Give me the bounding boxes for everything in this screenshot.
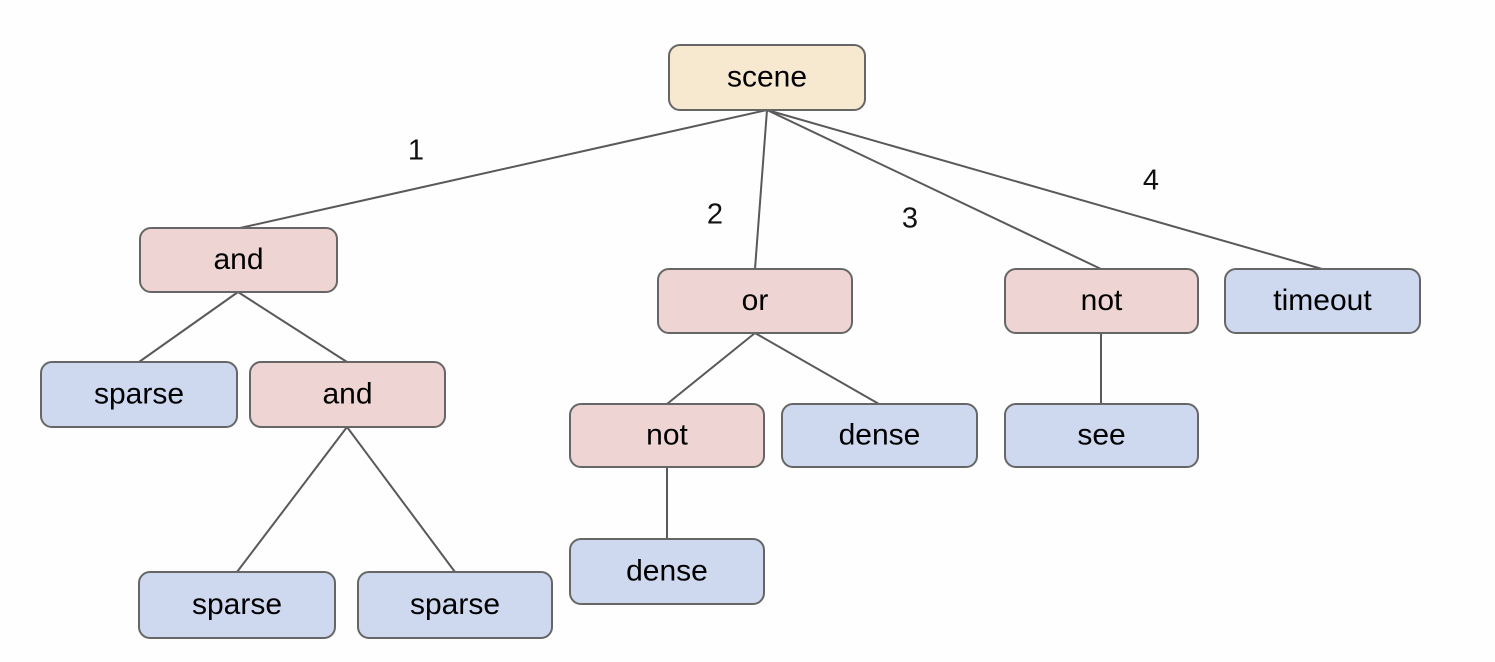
node-box-see1[interactable] — [1004, 403, 1199, 468]
node-box-timeout1[interactable] — [1224, 268, 1421, 334]
node-label-dense2: dense — [626, 554, 708, 587]
tree-node-timeout1[interactable]: timeout — [1224, 268, 1421, 334]
tree-node-sparse1[interactable]: sparse — [40, 361, 238, 428]
tree-node-dense1[interactable]: dense — [781, 403, 978, 468]
node-label-sparse2: sparse — [192, 588, 282, 621]
node-label-see1: see — [1077, 418, 1125, 451]
node-box-and1[interactable] — [139, 227, 338, 293]
node-box-sparse2[interactable] — [138, 571, 336, 639]
tree-node-sparse2[interactable]: sparse — [138, 571, 336, 639]
node-label-timeout1: timeout — [1273, 284, 1372, 317]
node-box-or1[interactable] — [657, 268, 853, 334]
tree-node-not1[interactable]: not — [569, 403, 765, 468]
node-label-dense1: dense — [839, 418, 921, 451]
tree-node-not2[interactable]: not — [1004, 268, 1199, 334]
tree-node-scene[interactable]: scene — [668, 44, 866, 111]
edge-label-1: 1 — [408, 135, 424, 167]
edge-label-2: 2 — [707, 199, 723, 231]
node-label-sparse3: sparse — [410, 588, 500, 621]
tree-node-sparse3[interactable]: sparse — [357, 571, 553, 639]
tree-node-see1[interactable]: see — [1004, 403, 1199, 468]
tree-edge-or1-to-dense1 — [754, 332, 880, 405]
tree-node-dense2[interactable]: dense — [569, 538, 765, 605]
node-label-and1: and — [213, 243, 263, 276]
node-label-sparse1: sparse — [94, 377, 184, 410]
node-box-dense2[interactable] — [569, 538, 765, 605]
tree-node-and2[interactable]: and — [249, 361, 446, 428]
node-box-scene[interactable] — [668, 44, 866, 111]
node-box-sparse1[interactable] — [40, 361, 238, 428]
node-label-and2: and — [322, 377, 372, 410]
node-box-sparse3[interactable] — [357, 571, 553, 639]
node-box-and2[interactable] — [249, 361, 446, 428]
tree-edge-and2-to-sparse3 — [346, 426, 456, 573]
nodes-layer: scene and sparse and sparse sparse or not dense d… — [40, 44, 1421, 639]
tree-node-and1[interactable]: and — [139, 227, 338, 293]
tree-node-or1[interactable]: or — [657, 268, 853, 334]
tree-edge-and1-to-sparse1 — [138, 291, 239, 363]
node-label-or1: or — [742, 284, 769, 317]
edge-label-4: 4 — [1143, 165, 1159, 197]
tree-edge-and2-to-sparse2 — [236, 426, 348, 573]
tree-edge-scene-to-not2 — [766, 109, 1102, 270]
node-label-not1: not — [646, 418, 688, 451]
tree-edge-or1-to-not1 — [666, 332, 756, 405]
edge-label-3: 3 — [902, 203, 918, 235]
edges-layer — [138, 109, 1323, 573]
node-label-not2: not — [1081, 284, 1123, 317]
node-label-scene: scene — [727, 60, 807, 93]
node-box-not2[interactable] — [1004, 268, 1199, 334]
tree-edge-and1-to-and2 — [237, 291, 348, 363]
tree-edge-scene-to-or1 — [754, 109, 768, 270]
tree-edge-scene-to-timeout1 — [766, 109, 1323, 270]
tree-edge-scene-to-and1 — [239, 109, 768, 229]
edge-labels-layer: 1 2 3 4 — [408, 135, 1159, 235]
node-box-dense1[interactable] — [781, 403, 978, 468]
node-box-not1[interactable] — [569, 403, 765, 468]
